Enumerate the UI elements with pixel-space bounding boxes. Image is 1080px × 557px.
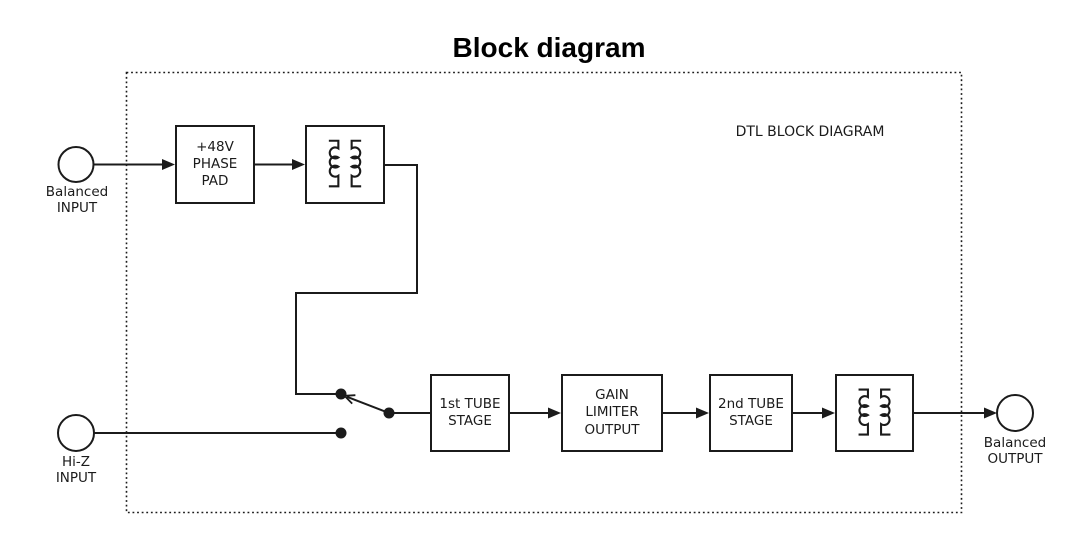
frame-label: DTL BLOCK DIAGRAM bbox=[735, 124, 885, 140]
balanced-input-port bbox=[57, 146, 95, 183]
arrowhead-into-output bbox=[984, 407, 997, 419]
arrowhead-into-tube2 bbox=[696, 407, 709, 419]
node-phase-pad: +48V PHASE PAD bbox=[175, 125, 255, 204]
balanced-output-label: Balanced OUTPUT bbox=[983, 435, 1047, 467]
node-gain-limiter: GAIN LIMITER OUTPUT bbox=[561, 374, 663, 452]
hiz-input-port bbox=[57, 414, 95, 452]
first-tube-stage-label: 1st TUBE STAGE bbox=[439, 395, 501, 429]
gain-limiter-label: GAIN LIMITER OUTPUT bbox=[584, 387, 640, 438]
balanced-input-label: Balanced INPUT bbox=[45, 184, 109, 216]
arrowhead-into-xfmr2 bbox=[822, 407, 835, 419]
switch-blade bbox=[346, 395, 390, 414]
arrowhead-into-phasepad bbox=[162, 159, 175, 170]
page-title: Block diagram bbox=[452, 32, 646, 63]
transformer-coil-icon bbox=[328, 139, 362, 188]
switch-throw-bottom-dot bbox=[335, 427, 347, 439]
switch-pivot-dot bbox=[383, 407, 395, 419]
node-first-tube-stage: 1st TUBE STAGE bbox=[430, 374, 510, 452]
arrowhead-into-transformer bbox=[292, 159, 305, 170]
dotted-frame bbox=[125, 71, 963, 514]
switch-blade-arrowhead bbox=[343, 394, 356, 405]
second-tube-stage-label: 2nd TUBE STAGE bbox=[718, 395, 784, 429]
balanced-output-port bbox=[996, 394, 1034, 432]
switch-throw-top-dot bbox=[335, 388, 347, 400]
node-second-tube-stage: 2nd TUBE STAGE bbox=[709, 374, 793, 452]
node-input-transformer bbox=[305, 125, 385, 204]
phase-pad-label: +48V PHASE PAD bbox=[192, 138, 238, 190]
arrowhead-into-gain bbox=[548, 407, 561, 419]
wire-transformer-to-switch bbox=[295, 164, 418, 395]
node-output-transformer bbox=[835, 374, 914, 452]
transformer-coil-icon bbox=[858, 388, 891, 436]
hiz-input-label: Hi-Z INPUT bbox=[55, 454, 97, 486]
